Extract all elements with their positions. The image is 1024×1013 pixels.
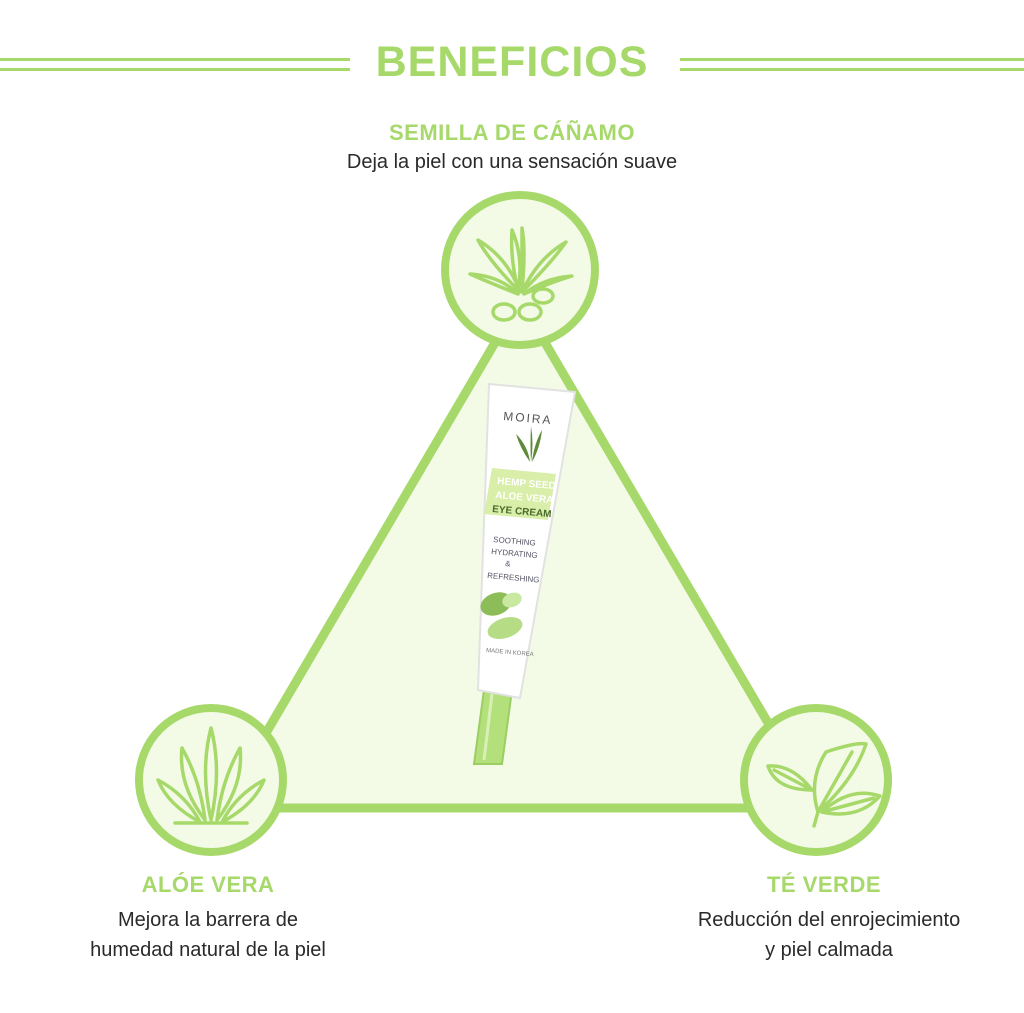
benefit-heading-aloe: ALÓE VERA xyxy=(141,872,275,897)
aloe-vera-icon xyxy=(135,704,287,856)
page-title: BENEFICIOS xyxy=(375,38,649,86)
benefit-heading-hemp: SEMILLA DE CÁÑAMO xyxy=(388,120,635,145)
benefit-desc-tea-2: y piel calmada xyxy=(765,939,893,961)
benefit-desc-aloe-1: Mejora la barrera de xyxy=(117,909,299,931)
product-origin: MADE IN KOREA xyxy=(486,648,534,658)
benefit-desc-tea-1: Reducción del enrojecimiento xyxy=(697,909,961,931)
green-tea-icon xyxy=(740,704,892,856)
benefit-desc-hemp: Deja la piel con una sensación suave xyxy=(346,151,678,173)
product-claim-1: SOOTHING xyxy=(493,535,536,548)
product-name-line-3: EYE CREAM xyxy=(492,504,552,520)
product-tube-image xyxy=(472,382,577,765)
product-claim-2: HYDRATING xyxy=(491,547,538,560)
product-brand: MOIRA xyxy=(503,409,553,427)
benefit-heading-tea: TÉ VERDE xyxy=(766,872,882,897)
product-claim-3: & xyxy=(505,559,512,568)
product-name-line-2: ALOE VERA xyxy=(495,490,554,506)
product-name-line-1: HEMP SEED xyxy=(497,476,556,492)
header-rule-right-2 xyxy=(680,68,1024,71)
hemp-seed-icon xyxy=(441,191,599,349)
product-tube-text: MOIRA HEMP SEED ALOE VERA EYE CREAM SOOT… xyxy=(486,409,556,658)
header-rule-left-2 xyxy=(0,68,350,71)
header-rule-right xyxy=(680,58,1024,61)
header-rule-left xyxy=(0,58,350,61)
benefit-desc-aloe-2: humedad natural de la piel xyxy=(90,939,326,961)
